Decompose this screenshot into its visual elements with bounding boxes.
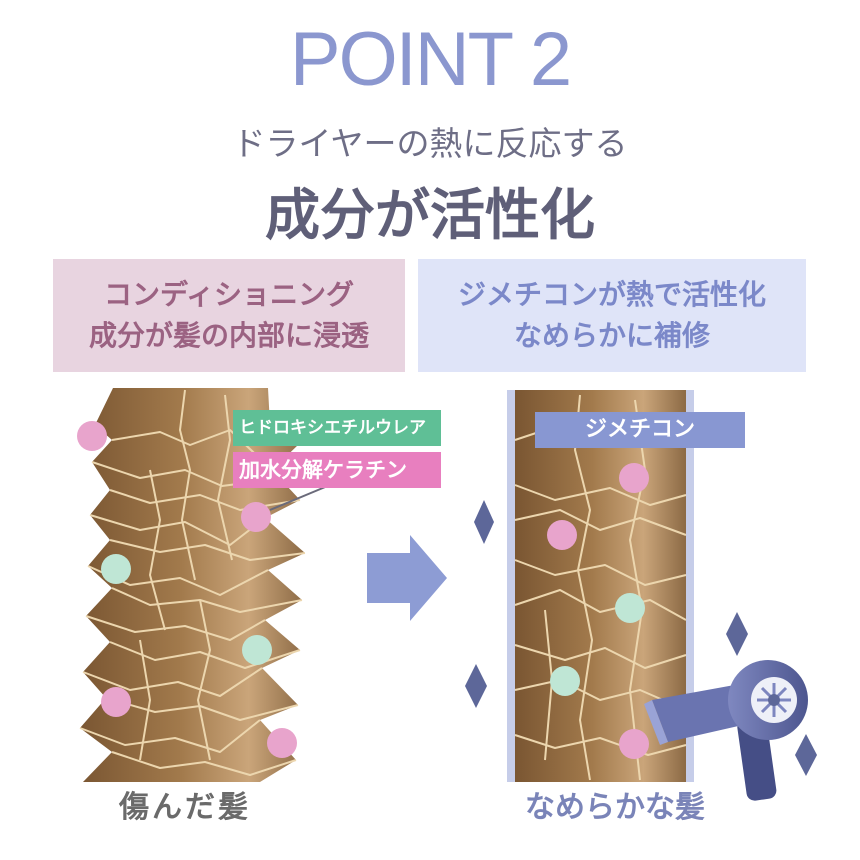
conditioning-line-2: 成分が髪の内部に浸透 xyxy=(88,319,369,352)
page-title: POINT 2 xyxy=(289,17,572,102)
hydroxyethyl-urea-label: ヒドロキシエチルウレア xyxy=(233,410,441,446)
molecules-damaged xyxy=(77,421,297,758)
dimethicone-line-1: ジメチコンが熱で活性化 xyxy=(457,278,766,311)
molecules-smooth xyxy=(547,463,649,759)
damaged-hair-caption: 傷んだ髪 xyxy=(119,790,251,825)
dimethicone-panel: ジメチコンが熱で活性化 なめらかに補修 xyxy=(418,259,806,372)
damaged-hair xyxy=(79,388,306,782)
conditioning-panel: コンディショニング 成分が髪の内部に浸透 xyxy=(53,259,405,372)
dimethicone-line-2: なめらかに補修 xyxy=(513,319,710,352)
smooth-hair-caption: なめらかな髪 xyxy=(525,790,705,825)
conditioning-line-1: コンディショニング xyxy=(103,278,355,311)
right-arrow-icon xyxy=(367,535,447,621)
headline: 成分が活性化 xyxy=(264,182,595,247)
keratin-label: 加水分解ケラチン xyxy=(233,452,441,488)
hair-dryer-icon xyxy=(644,660,808,801)
subtitle: ドライヤーの熱に反応する xyxy=(232,124,628,163)
sparkle-icon xyxy=(465,500,817,776)
dimethicone-label: ジメチコン xyxy=(535,412,745,448)
